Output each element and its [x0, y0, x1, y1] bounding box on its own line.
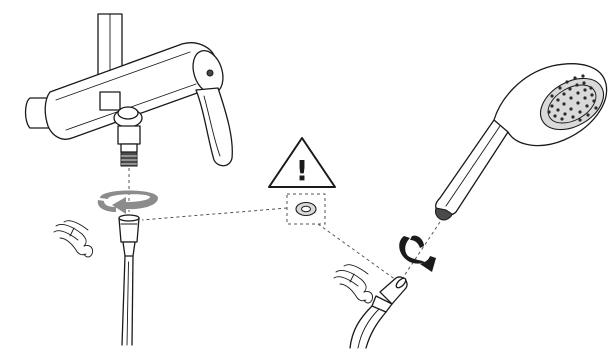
warning-triangle-icon: ! — [268, 137, 336, 188]
seal-washer-icon — [295, 201, 317, 217]
hand-icon — [333, 264, 373, 304]
warning-symbol: ! — [296, 154, 309, 187]
hand-shower-icon — [434, 63, 608, 221]
guide-line-shower — [317, 223, 397, 281]
spray-nozzles — [547, 74, 598, 122]
seal-callout-box — [286, 193, 326, 225]
outlet-thread — [120, 151, 138, 167]
guide-line-tap — [141, 207, 288, 221]
rotation-arrow-icon — [399, 235, 436, 272]
shower-hose-left — [118, 214, 140, 346]
mixer-tap-icon — [24, 13, 233, 167]
rotation-arrow-icon — [97, 190, 158, 214]
shower-hose-right — [349, 276, 408, 349]
hand-icon — [53, 220, 93, 258]
